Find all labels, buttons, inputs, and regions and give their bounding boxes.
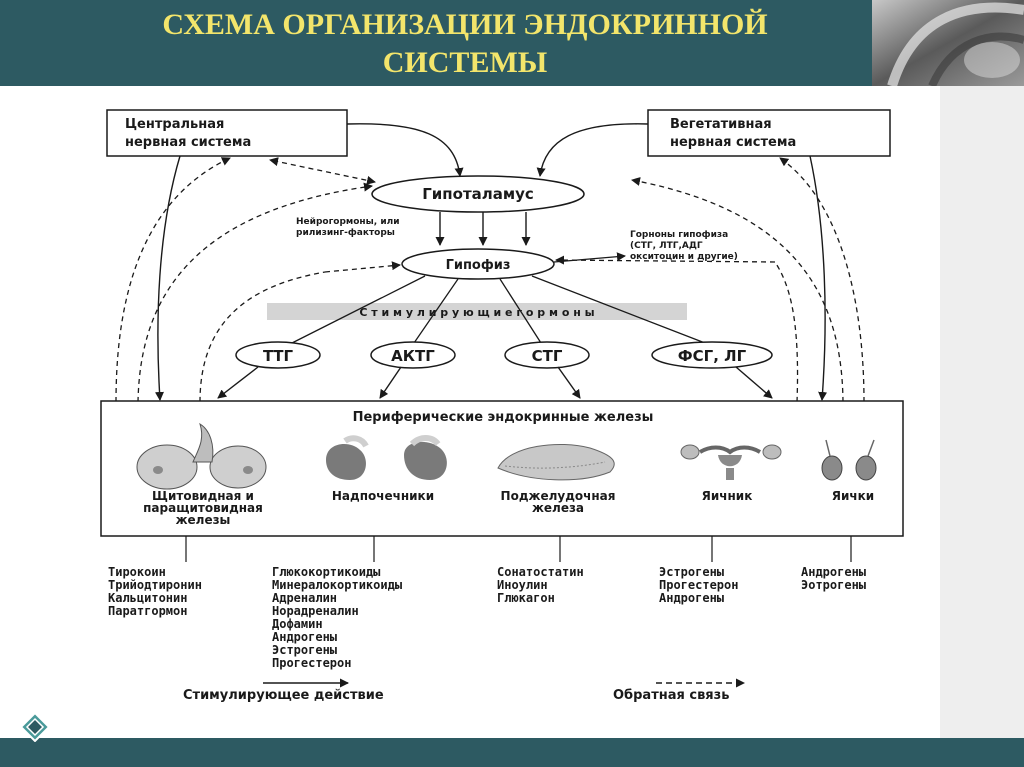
feedback-outer-left: [115, 157, 231, 403]
hormone-item: Дофамин: [272, 617, 323, 631]
arrow-cns-to-hypothalamus: [346, 123, 464, 177]
testes-icon: [821, 439, 877, 481]
hormone-item: Норадреналин: [272, 604, 359, 618]
feedback-inner-right: [774, 261, 799, 403]
pit-hormones-line1: Горноны гипофиза: [630, 230, 728, 240]
arrow-fsg-to-glands: [735, 366, 773, 399]
hormone-fsg: ФСГ, ЛГ: [651, 341, 773, 369]
gland-thyroid-line2: паращитовидная: [143, 501, 263, 515]
hormone-item: Минералокортикоиды: [272, 578, 403, 592]
gland-ovary-label: Яичник: [702, 489, 753, 503]
arrow-actg-to-glands: [379, 366, 402, 399]
cns-box: Центральная нервная система: [106, 109, 348, 157]
hormone-ttg: ТТГ: [235, 341, 321, 369]
hypothalamus-label: Гипоталамус: [422, 185, 534, 203]
gland-pancreas-line2: железа: [532, 501, 584, 515]
hormone-item: Глюкокортикоиды: [272, 565, 381, 579]
legend-solid-label: Стимулирующее действие: [183, 688, 384, 703]
adrenal-glands-icon: [326, 435, 447, 480]
pit-hormones-line2: (СТГ, ЛТГ,АДГ: [630, 241, 703, 251]
gland-pancreas-line1: Поджелудочная: [501, 489, 616, 503]
feedback-right-to-pituitary: [555, 255, 776, 265]
gland-adrenal-label: Надпочечники: [332, 489, 434, 503]
hypothalamus-node: Гипоталамус: [371, 175, 585, 213]
hormone-item: Трийодтиронин: [108, 578, 202, 592]
hormone-item: Эстрогены: [272, 643, 338, 657]
right-sidebar: [940, 86, 1024, 738]
stimulating-hormones-label: С т и м у л и р у ю щ и е г о р м о н ы: [359, 306, 594, 319]
gland-testes-label: Яички: [832, 489, 874, 503]
hormone-actg: АКТГ: [370, 341, 456, 369]
arrow-ans-to-glands: [809, 155, 828, 401]
slide-title-line1: СХЕМА ОРГАНИЗАЦИИ ЭНДОКРИННОЙ: [162, 8, 768, 41]
hormone-item: Андрогены: [659, 591, 725, 605]
feedback-left-to-pituitary: [324, 261, 401, 273]
ovary-icon: [680, 444, 782, 480]
hormones-ovary: Эстрогены Прогестерон Андрогены: [659, 565, 738, 605]
gland-thyroid-line1: Щитовидная и: [152, 489, 254, 503]
hormone-stg: СТГ: [504, 341, 590, 369]
hormone-item: Тирокоин: [108, 565, 166, 579]
pancreas-icon: [497, 443, 615, 481]
hormone-item: Сонатостатин: [497, 565, 584, 579]
feedback-left-to-hypothalamus: [137, 182, 373, 403]
feedback-right-to-hypothalamus: [631, 177, 844, 403]
line-to-ttg: [291, 275, 426, 344]
hormone-stg-label: СТГ: [532, 347, 563, 365]
cns-label-line2: нервная система: [125, 135, 251, 150]
diamond-logo-icon: [20, 712, 50, 742]
neurohormones-line2: рилизинг-факторы: [296, 228, 395, 238]
hormone-item: Паратгормон: [108, 604, 187, 618]
hormone-ttg-label: ТТГ: [263, 347, 293, 365]
hormone-item: Кальцитонин: [108, 591, 187, 605]
line-to-fsg: [531, 275, 706, 344]
footer-bar: [0, 738, 1024, 767]
slide-title: СХЕМА ОРГАНИЗАЦИИ ЭНДОКРИННОЙ СИСТЕМЫ: [60, 6, 870, 82]
stimulating-hormones-bar: [267, 303, 687, 320]
hormone-item: Андрогены: [272, 630, 338, 644]
ans-box: Вегетативная нервная система: [647, 109, 891, 157]
arrow-ans-to-hypothalamus: [536, 123, 649, 177]
hormone-item: Прогестерон: [272, 656, 351, 670]
hormone-fsg-label: ФСГ, ЛГ: [678, 347, 747, 365]
arrow-cns-to-glands: [155, 155, 181, 401]
ans-label-line2: нервная система: [670, 135, 796, 150]
hormone-item: Андрогены: [801, 565, 867, 579]
pituitary-node: Гипофиз: [401, 248, 555, 280]
arrow-ttg-to-glands: [217, 366, 259, 399]
pit-hormones-line3: окситоцин и другие): [630, 252, 738, 262]
neurohormones-line1: Нейрогормоны, или: [296, 217, 400, 227]
hormone-item: Эотрогены: [801, 578, 867, 592]
ans-label-line1: Вегетативная: [670, 117, 772, 132]
pituitary-label: Гипофиз: [446, 258, 511, 273]
thyroid-icon: [136, 422, 267, 490]
corner-decoration-image: [872, 0, 1024, 86]
legend-dashed-label: Обратная связь: [613, 688, 729, 703]
feedback-cns-hypothalamus: [269, 157, 376, 185]
arrow-pituitary-hormones: [553, 252, 626, 263]
feedback-outer-right: [779, 157, 865, 403]
header-bar: [0, 0, 1024, 86]
line-to-stg: [499, 278, 542, 344]
hormone-item: Адреналин: [272, 591, 337, 605]
gland-thyroid-line3: железы: [176, 513, 231, 527]
slide-title-line2: СИСТЕМЫ: [382, 46, 548, 79]
hormones-adrenal: Глюкокортикоиды Минералокортикоиды Адрен…: [272, 565, 403, 670]
hormones-testes: Андрогены Эотрогены: [801, 565, 867, 592]
hormone-actg-label: АКТГ: [391, 347, 435, 365]
peripheral-title: Периферические эндокринные железы: [353, 410, 654, 425]
feedback-inner-left: [199, 271, 326, 403]
hormone-item: Иноулин: [497, 578, 548, 592]
hormones-thyroid: Тирокоин Трийодтиронин Кальцитонин Парат…: [108, 565, 202, 618]
arrow-stg-to-glands: [557, 366, 581, 399]
hormones-pancreas: Сонатостатин Иноулин Глюкагон: [497, 565, 584, 605]
cns-label-line1: Центральная: [125, 117, 224, 132]
hormone-item: Глюкагон: [497, 591, 555, 605]
hormone-item: Эстрогены: [659, 565, 725, 579]
hormone-item: Прогестерон: [659, 578, 738, 592]
line-to-actg: [413, 278, 459, 344]
